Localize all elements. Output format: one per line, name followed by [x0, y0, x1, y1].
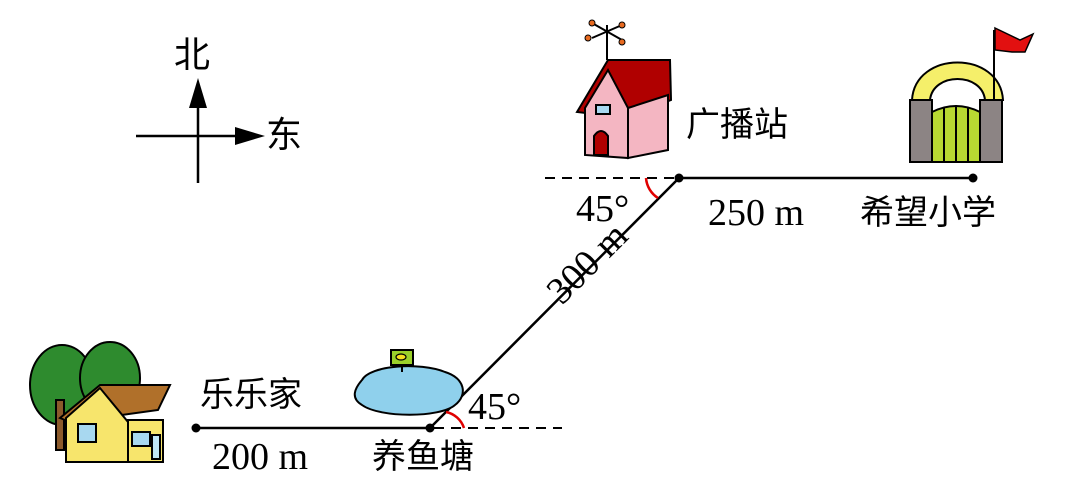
broadcast-station-icon	[575, 19, 673, 160]
station-to-school-distance: 250 m	[708, 192, 805, 234]
station-label: 广播站	[686, 105, 788, 145]
pond-point	[425, 423, 435, 433]
east-label: 东	[266, 115, 303, 156]
pond-angle-label: 45°	[468, 386, 522, 428]
station-point	[674, 173, 684, 183]
station-angle-arc	[644, 177, 659, 200]
home-point	[191, 423, 201, 433]
home-label: 乐乐家	[200, 375, 302, 415]
pond-label: 养鱼塘	[372, 437, 474, 477]
home-icon	[29, 341, 172, 463]
school-gate-icon	[909, 26, 1035, 163]
compass-icon	[136, 78, 265, 183]
school-label: 希望小学	[860, 193, 996, 233]
pond-icon	[353, 349, 464, 416]
school-point	[968, 173, 978, 183]
station-angle-label: 45°	[576, 188, 630, 230]
pond-angle-arc	[445, 410, 466, 429]
home-to-pond-distance: 200 m	[212, 436, 309, 478]
route-lines	[196, 176, 973, 430]
north-label: 北	[174, 35, 211, 76]
reference-dashed-lines	[434, 177, 676, 429]
